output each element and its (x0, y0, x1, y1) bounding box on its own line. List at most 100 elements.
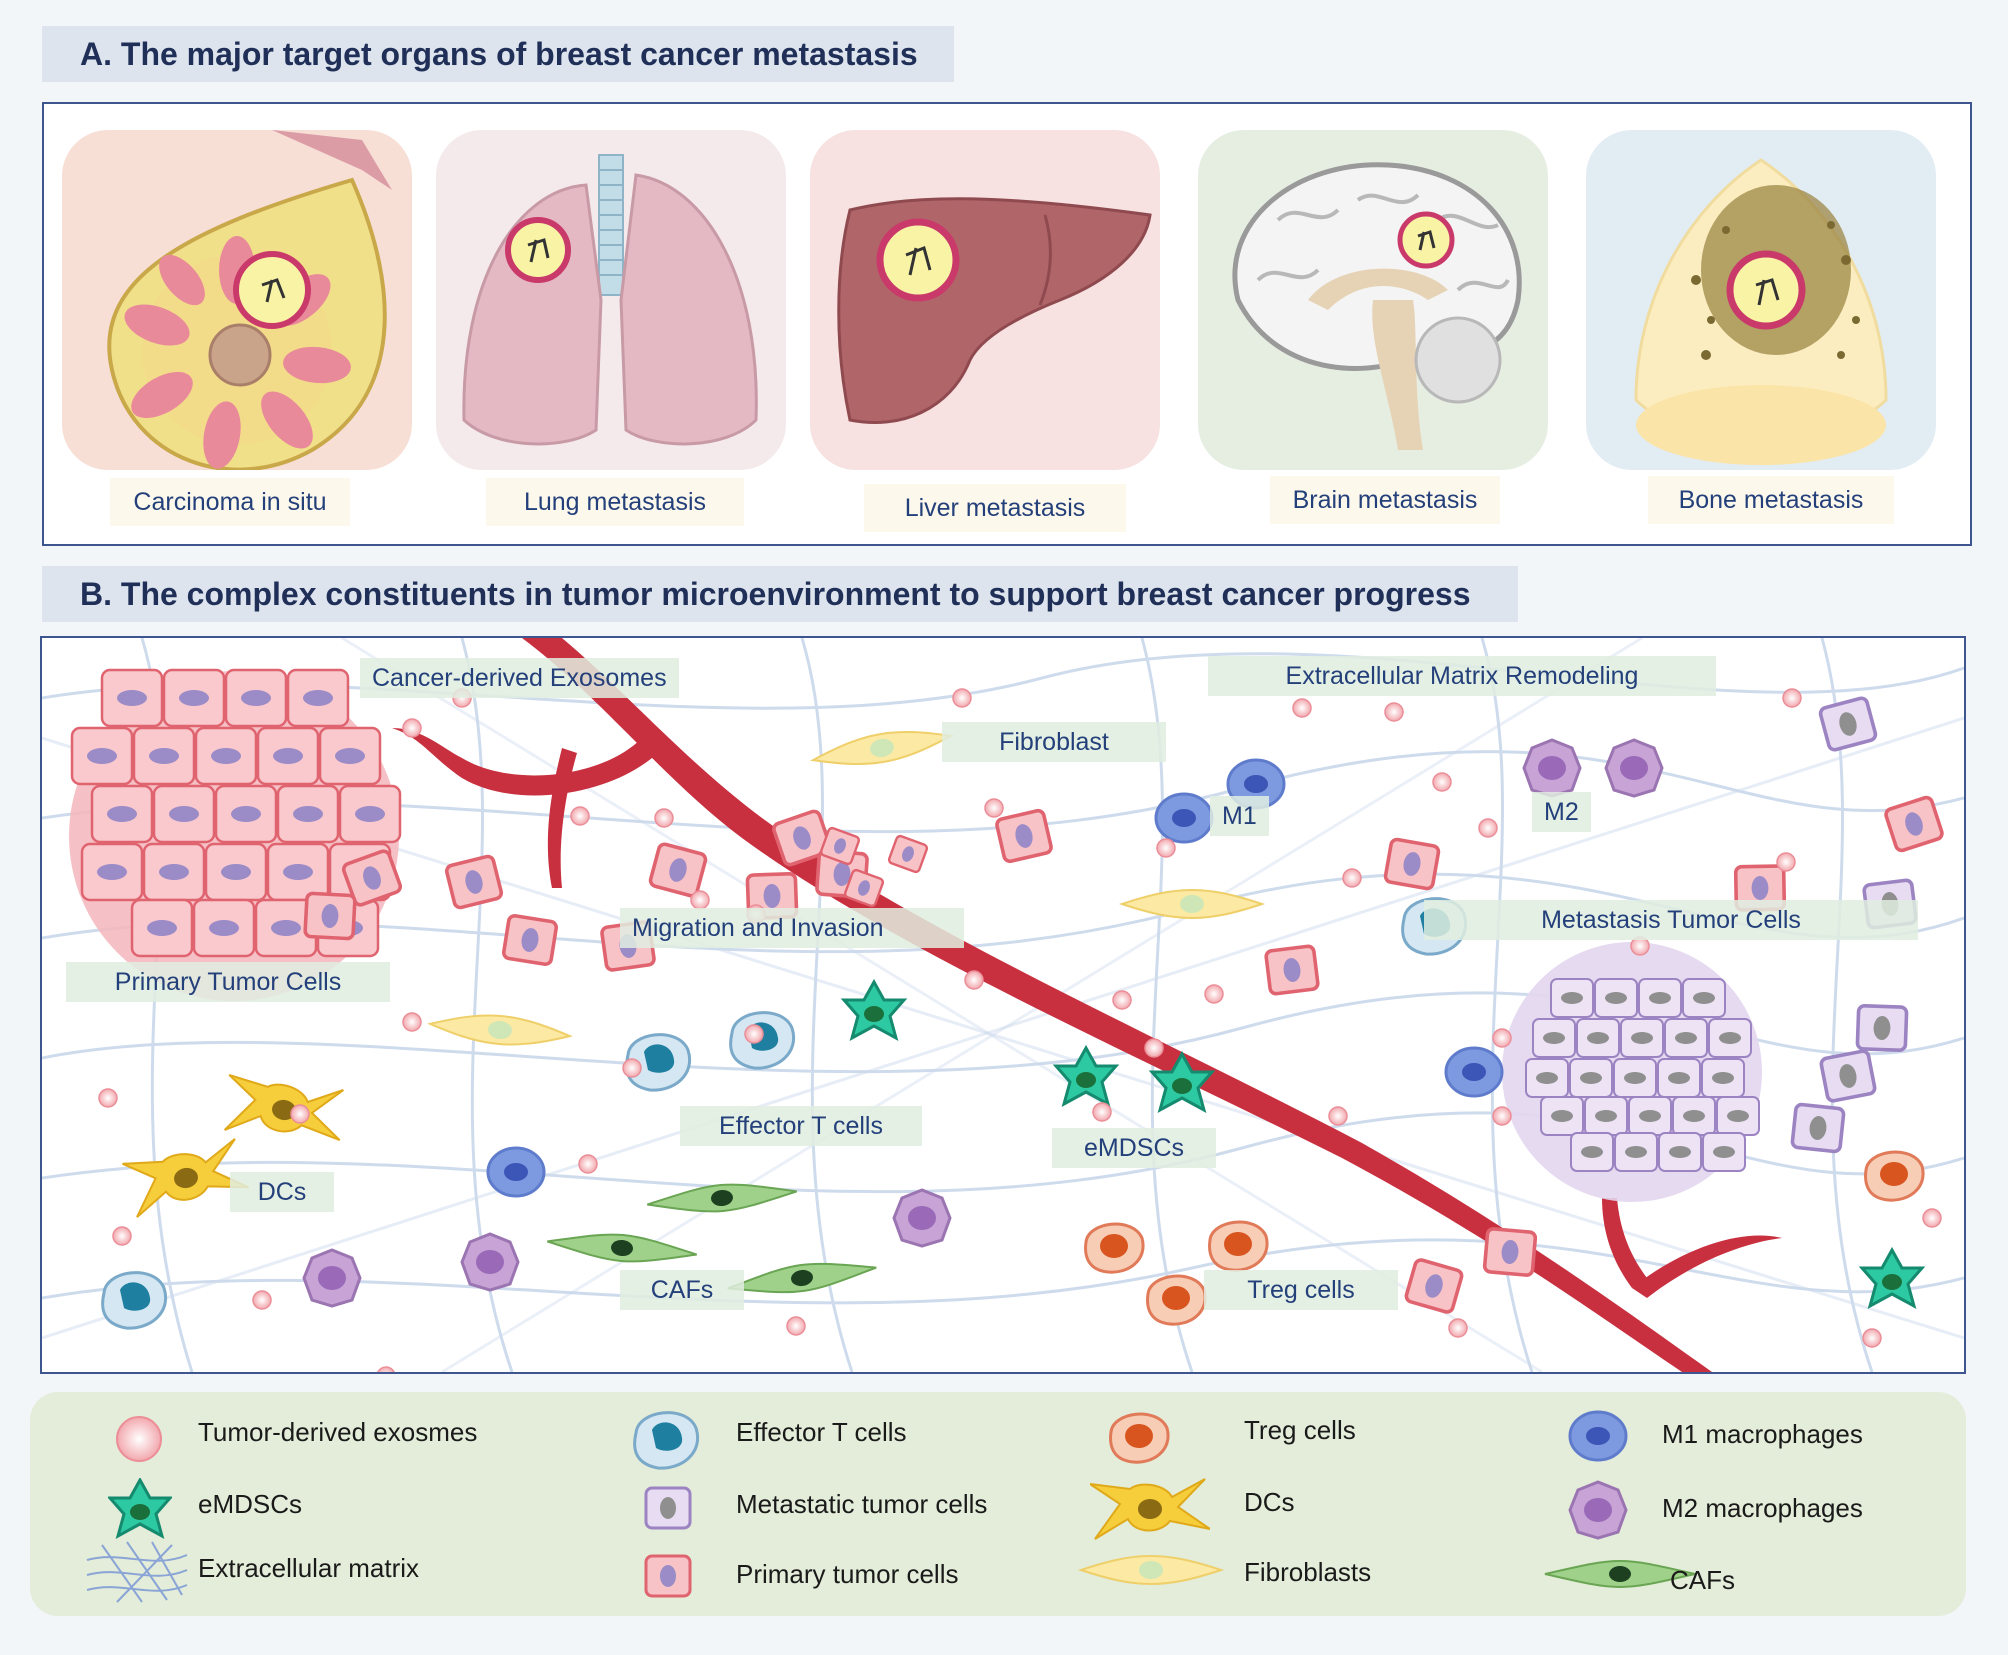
tumor-derived-exosome (1156, 838, 1176, 858)
primary-tumor-cell (1382, 836, 1442, 892)
primary-mass-cell (90, 784, 154, 844)
primary-mass-cell (132, 726, 196, 786)
organ-label-liver: Liver metastasis (864, 484, 1126, 532)
liver-icon (837, 197, 1152, 424)
tumor-derived-exosome (98, 1088, 118, 1108)
tumor-derived-exosome (1776, 852, 1796, 872)
legend-label-metastatic-tumor-cells: Metastatic tumor cells (736, 1489, 988, 1519)
tumor-derived-exosome (952, 688, 972, 708)
legend-label-treg-cells: Treg cells (1244, 1415, 1356, 1445)
metastatic-mass-cell (1628, 1096, 1672, 1136)
tumor-derived-exosome (1342, 868, 1362, 888)
effector-t-cell (729, 1011, 796, 1070)
tumor-derived-exosome (1432, 772, 1452, 792)
tumor-derived-exosome (290, 1104, 310, 1124)
organ-card-breast (62, 130, 412, 472)
primary-cell-icon (644, 1554, 692, 1598)
label-primary-tumor-cells: Primary Tumor Cells (66, 962, 390, 1002)
metastatic-tumor-cell (1817, 695, 1879, 753)
metastatic-mass-cell (1672, 1096, 1716, 1136)
primary-mass-cell (214, 784, 278, 844)
metastatic-mass-cell (1584, 1096, 1628, 1136)
tumor-derived-exosome (1782, 688, 1802, 708)
tumor-derived-exosome (112, 1226, 132, 1246)
panel-b-title: B. The complex constituents in tumor mic… (42, 566, 1518, 622)
label-m2: M2 (1532, 792, 1591, 832)
primary-tumor-cell (1403, 1256, 1465, 1316)
m2-macrophage (1604, 738, 1664, 798)
metastatic-mass-cell (1525, 1058, 1569, 1098)
tumor-derived-exosome (1862, 1328, 1882, 1348)
lungs-icon (462, 154, 758, 446)
legend-label-dcs: DCs (1244, 1487, 1295, 1517)
effector-t-cell (101, 1271, 168, 1330)
metastatic-tumor-cell (1818, 1048, 1878, 1104)
primary-mass-cell (192, 898, 256, 958)
emdsc-cell (1860, 1248, 1924, 1308)
panel-a-title: A. The major target organs of breast can… (42, 26, 954, 82)
organ-label-bone: Bone metastasis (1648, 476, 1894, 524)
bone-icon (1634, 158, 1888, 465)
primary-mass-cell (338, 784, 402, 844)
primary-mass-cell (254, 898, 318, 958)
m1-macrophage-icon (1568, 1410, 1628, 1462)
ecm-icon (86, 1541, 188, 1603)
primary-tumor-cell (1482, 1226, 1538, 1278)
label-cafs: CAFs (620, 1270, 744, 1310)
tumor-microenvironment-scene: Cancer-derived Exosomes Extracellular Ma… (40, 636, 1966, 1374)
tumor-derived-exosome (964, 970, 984, 990)
legend-label-ecm: Extracellular matrix (198, 1553, 420, 1583)
primary-mass-cell (194, 726, 258, 786)
m2-macrophage (460, 1232, 520, 1292)
primary-tumor-cell (1263, 943, 1321, 997)
metastatic-mass-cell (1570, 1132, 1614, 1172)
primary-mass-cell (152, 784, 216, 844)
tumor-derived-exosome (1204, 984, 1224, 1004)
metastatic-mass-cell (1550, 978, 1594, 1018)
legend-label-m2-macrophages: M2 macrophages (1662, 1493, 1863, 1523)
m2-macrophage (1522, 738, 1582, 798)
legend-label-effector-t-cells: Effector T cells (736, 1417, 907, 1447)
primary-mass-cell (286, 668, 350, 728)
metastatic-mass-cell (1708, 1018, 1752, 1058)
primary-tumor-cell (993, 807, 1055, 865)
metastatic-mass-cell (1614, 1132, 1658, 1172)
m1-macrophage (1444, 1046, 1504, 1098)
organ-card-lung (436, 130, 786, 470)
metastatic-mass-cell (1540, 1096, 1584, 1136)
treg-cell-icon (1109, 1412, 1170, 1464)
caf-cell (724, 1253, 880, 1303)
metastatic-mass-cell (1532, 1018, 1576, 1058)
tumor-derived-exosome (377, 1366, 395, 1372)
metastatic-cell-icon (644, 1486, 692, 1530)
tumor-derived-exosome (402, 718, 422, 738)
metastatic-mass-cell (1620, 1018, 1664, 1058)
dendritic-cell-icon (1090, 1478, 1210, 1540)
brain-icon (1232, 162, 1522, 450)
tumor-derived-exosome (654, 808, 674, 828)
label-emdscs: eMDSCs (1052, 1128, 1216, 1168)
microenvironment-illustration (42, 638, 1964, 1372)
tumor-derived-exosome (744, 1024, 764, 1044)
primary-mass-cell (204, 842, 268, 902)
tumor-derived-exosome (402, 1012, 422, 1032)
tumor-derived-exosome (786, 1316, 806, 1336)
primary-mass-cell (80, 842, 144, 902)
tumor-derived-exosome (1092, 1102, 1112, 1122)
label-treg-cells: Treg cells (1204, 1270, 1398, 1310)
legend-label-fibroblasts: Fibroblasts (1244, 1557, 1372, 1587)
primary-mass-cell (70, 726, 134, 786)
label-migration-invasion: Migration and Invasion (620, 908, 964, 948)
metastatic-tumor-cell (1790, 1102, 1846, 1154)
m2-macrophage-icon (1568, 1480, 1628, 1540)
tumor-derived-exosome (570, 806, 590, 826)
metastatic-tumor-cell (1855, 1003, 1909, 1053)
m2-macrophage (302, 1248, 362, 1308)
tumor-derived-exosome (1478, 818, 1498, 838)
effector-t-cell-icon (633, 1411, 700, 1470)
tumor-derived-exosome (578, 1154, 598, 1174)
metastatic-mass-cell (1638, 978, 1682, 1018)
legend-label-primary-tumor-cells: Primary tumor cells (736, 1559, 959, 1589)
tumor-derived-exosome (622, 1058, 642, 1078)
treg-cell (1146, 1274, 1207, 1326)
